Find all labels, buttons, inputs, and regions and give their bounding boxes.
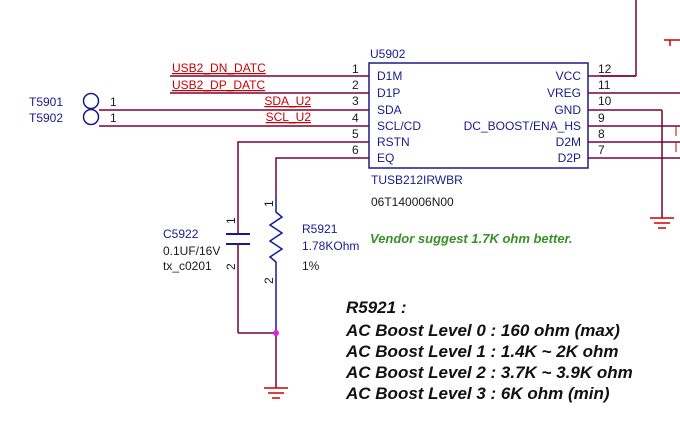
pin-name-d2p: D2P — [558, 151, 581, 165]
right-pin-stubs — [588, 75, 680, 159]
ic-refdes: U5902 — [370, 47, 406, 61]
test-point-t5902-label: T5902 — [29, 111, 63, 125]
pin-name-vreg: VREG — [547, 86, 581, 100]
pin-name-d1m: D1M — [377, 69, 402, 83]
net-usb2-dp-datc: USB2_DP_DATC — [172, 78, 265, 92]
boost-level-2: AC Boost Level 2 : 3.7K ~ 3.9K ohm — [345, 363, 633, 382]
test-point-t5902-pin: 1 — [110, 111, 117, 125]
test-point-t5902 — [82, 108, 100, 126]
pin-name-dc-boost: DC_BOOST/ENA_HS — [464, 119, 581, 133]
boost-level-1: AC Boost Level 1 : 1.4K ~ 2K ohm — [345, 342, 619, 361]
pin-name-vcc: VCC — [556, 69, 582, 83]
pin-num-4: 4 — [352, 111, 359, 125]
pin-name-gnd: GND — [554, 103, 581, 117]
net-scl-u2: SCL_U2 — [266, 110, 312, 124]
boost-level-0: AC Boost Level 0 : 160 ohm (max) — [345, 321, 620, 340]
pin-name-d2m: D2M — [556, 135, 581, 149]
test-point-t5901-pin: 1 — [110, 95, 117, 109]
pin-num-7: 7 — [598, 143, 605, 157]
capacitor-value: 0.1UF/16V — [163, 244, 220, 258]
resistor-value: 1.78KOhm — [302, 239, 359, 253]
boost-notes-title: R5921 : — [346, 298, 406, 317]
net-sda-u2: SDA_U2 — [264, 94, 311, 108]
pin-name-scl-cd: SCL/CD — [377, 119, 421, 133]
pin-num-5: 5 — [352, 127, 359, 141]
pin-name-rstn: RSTN — [377, 135, 410, 149]
pin-num-12: 12 — [598, 62, 612, 76]
pin-name-sda: SDA — [377, 103, 402, 117]
left-pin-stubs — [333, 75, 369, 159]
capacitor-pin1: 1 — [224, 217, 238, 224]
pin-num-2: 2 — [352, 78, 359, 92]
capacitor-footprint: tx_c0201 — [163, 259, 212, 273]
ground-symbol-right — [650, 217, 674, 229]
capacitor-pin2: 2 — [224, 263, 238, 270]
pin-num-3: 3 — [352, 94, 359, 108]
boost-level-3: AC Boost Level 3 : 6K ohm (min) — [345, 384, 610, 403]
ground-symbol-bottom — [264, 387, 288, 399]
pin-name-eq: EQ — [377, 151, 394, 165]
ic-body — [368, 62, 589, 169]
ic-part-number: 06T140006N00 — [371, 195, 454, 209]
vendor-note: Vendor suggest 1.7K ohm better. — [370, 231, 573, 246]
resistor-tolerance: 1% — [302, 259, 320, 273]
ic-part: TUSB212IRWBR — [371, 173, 463, 187]
test-point-t5901-label: T5901 — [29, 95, 63, 109]
wire-rstn — [237, 141, 333, 210]
pin-num-8: 8 — [598, 127, 605, 141]
pin-num-1: 1 — [352, 62, 359, 76]
pin-num-10: 10 — [598, 94, 612, 108]
pin-num-6: 6 — [352, 143, 359, 157]
resistor-pin1: 1 — [262, 200, 276, 207]
junction-dot — [273, 330, 279, 336]
capacitor-refdes: C5922 — [163, 227, 199, 241]
capacitor-c5922 — [226, 210, 250, 333]
resistor-refdes: R5921 — [302, 222, 338, 236]
pin-num-9: 9 — [598, 111, 605, 125]
pin-name-d1p: D1P — [377, 86, 400, 100]
wire-eq — [275, 157, 333, 196]
net-usb2-dn-datc: USB2_DN_DATC — [172, 61, 266, 75]
resistor-pin2: 2 — [262, 277, 276, 284]
resistor-r5921 — [268, 196, 284, 333]
test-point-t5901 — [82, 92, 100, 110]
pin-num-11: 11 — [598, 78, 611, 92]
